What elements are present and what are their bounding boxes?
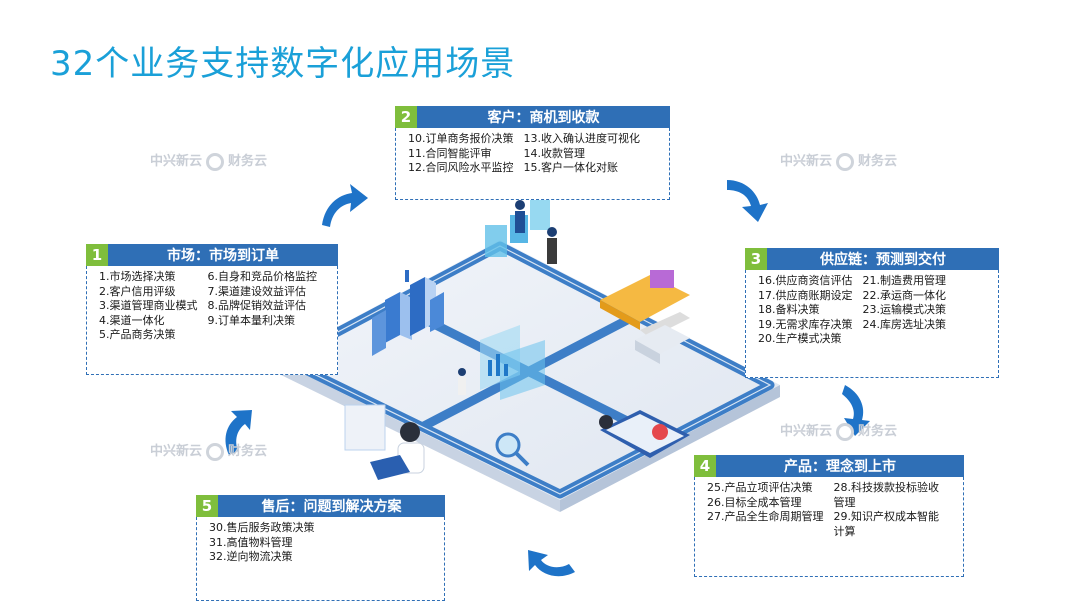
scenario-item: 5.产品商务决策 xyxy=(99,328,176,341)
scenario-item: 17.供应商账期设定 xyxy=(758,288,853,302)
panel-header: 2 客户：商机到收款 xyxy=(395,106,670,128)
scenario-item: 20.生产模式决策 xyxy=(758,332,842,345)
panel-after-sales: 5 售后：问题到解决方案 30.售后服务政策决策 31.高值物料管理 32.逆向… xyxy=(196,495,445,601)
watermark-logo-icon xyxy=(206,152,225,171)
scenario-item: 29.知识产权成本智能 xyxy=(833,510,940,523)
panel-title: 市场：市场到订单 xyxy=(167,248,279,264)
scenario-column: 28.科技拨款投标验收 管理 29.知识产权成本智能 计算 xyxy=(834,481,940,572)
scenario-item: 13.收入确认进度可视化 xyxy=(523,132,641,145)
scenario-item: 9.订单本量利决策 xyxy=(207,313,296,327)
scenario-column: 16.供应商资信评估 17.供应商账期设定 18.备料决策 19.无需求库存决策… xyxy=(758,274,853,373)
scenario-item: 计算 xyxy=(833,524,856,538)
scenario-item: 10.订单商务报价决策 xyxy=(408,132,514,145)
panel-title: 供应链：预测到交付 xyxy=(820,252,946,268)
scenario-item: 4.渠道一体化 xyxy=(99,313,165,327)
scenario-item: 23.运输模式决策 xyxy=(862,303,947,316)
scenario-item: 31.高值物料管理 xyxy=(209,535,293,549)
scenario-item: 6.自身和竞品价格监控 xyxy=(207,270,318,283)
analytics-screens-icon xyxy=(458,325,545,400)
customer-dashboard-icon xyxy=(485,200,557,264)
panel-supply-chain: 3 供应链：预测到交付 16.供应商资信评估 17.供应商账期设定 18.备料决… xyxy=(745,248,999,378)
page-title: 32个业务支持数字化应用场景 xyxy=(50,44,516,84)
panel-body: 25.产品立项评估决策 26.目标全成本管理 27.产品全生命周期管理 28.科… xyxy=(694,477,964,577)
flow-arrow-icon xyxy=(322,184,368,227)
scenario-column: 30.售后服务政策决策 31.高值物料管理 32.逆向物流决策 xyxy=(209,521,315,596)
scenario-item: 2.客户信用评级 xyxy=(99,284,176,298)
panel-title: 产品：理念到上市 xyxy=(784,459,896,475)
scenario-item: 3.渠道管理商业模式 xyxy=(99,299,198,312)
panel-product: 4 产品：理念到上市 25.产品立项评估决策 26.目标全成本管理 27.产品全… xyxy=(694,455,964,577)
scenario-item: 25.产品立项评估决策 xyxy=(707,481,813,494)
scenario-column: 13.收入确认进度可视化 14.收款管理 15.客户一体化对账 xyxy=(524,132,641,195)
scenario-item: 24.库房选址决策 xyxy=(862,317,947,331)
panel-header: 3 供应链：预测到交付 xyxy=(745,248,999,270)
scenario-item: 12.合同风险水平监控 xyxy=(408,161,514,174)
watermark-logo-icon xyxy=(206,442,225,461)
scenario-column: 25.产品立项评估决策 26.目标全成本管理 27.产品全生命周期管理 xyxy=(707,481,824,572)
flow-arrow-icon xyxy=(727,180,768,222)
scenario-item: 1.市场选择决策 xyxy=(99,270,176,283)
panel-title: 客户：商机到收款 xyxy=(487,110,600,126)
watermark-logo-icon xyxy=(836,152,855,171)
watermark-logo-icon xyxy=(836,422,855,441)
scenario-item: 8.品牌促销效益评估 xyxy=(207,299,307,312)
panel-customer: 2 客户：商机到收款 10.订单商务报价决策 11.合同智能评审 12.合同风险… xyxy=(395,106,670,200)
panel-number-badge: 5 xyxy=(196,495,218,517)
panel-body: 10.订单商务报价决策 11.合同智能评审 12.合同风险水平监控 13.收入确… xyxy=(395,128,670,200)
panel-number-badge: 4 xyxy=(694,455,716,477)
watermark: 中兴新云财务云 xyxy=(150,152,268,171)
scenario-column: 6.自身和竞品价格监控 7.渠道建设效益评估 8.品牌促销效益评估 9.订单本量… xyxy=(208,270,318,370)
support-agent-icon xyxy=(344,404,425,480)
scenario-column: 10.订单商务报价决策 11.合同智能评审 12.合同风险水平监控 xyxy=(408,132,514,195)
watermark: 中兴新云财务云 xyxy=(150,442,268,461)
panel-body: 16.供应商资信评估 17.供应商账期设定 18.备料决策 19.无需求库存决策… xyxy=(745,270,999,378)
scenario-item: 16.供应商资信评估 xyxy=(758,274,853,287)
flow-arrow-icon xyxy=(528,550,575,577)
watermark: 中兴新云财务云 xyxy=(780,152,898,171)
panel-number-badge: 2 xyxy=(395,106,417,128)
scenario-item: 管理 xyxy=(833,495,856,509)
scenario-item: 32.逆向物流决策 xyxy=(209,550,293,563)
scenario-item: 19.无需求库存决策 xyxy=(758,317,853,331)
scenario-item: 28.科技拨款投标验收 xyxy=(833,481,940,494)
panel-header: 5 售后：问题到解决方案 xyxy=(196,495,445,517)
watermark: 中兴新云财务云 xyxy=(780,422,898,441)
scenario-column: 21.制造费用管理 22.承运商一体化 23.运输模式决策 24.库房选址决策 xyxy=(863,274,947,373)
product-tablet-icon xyxy=(599,410,690,458)
scenario-item: 7.渠道建设效益评估 xyxy=(207,284,307,298)
delivery-truck-icon xyxy=(600,270,690,364)
panel-body: 1.市场选择决策 2.客户信用评级 3.渠道管理商业模式 4.渠道一体化 5.产… xyxy=(86,266,338,375)
flow-arrow-icon xyxy=(225,410,252,455)
city-buildings-icon xyxy=(372,270,444,356)
panel-body: 30.售后服务政策决策 31.高值物料管理 32.逆向物流决策 xyxy=(196,517,445,601)
scenario-item: 15.客户一体化对账 xyxy=(523,161,619,174)
panel-market: 1 市场：市场到订单 1.市场选择决策 2.客户信用评级 3.渠道管理商业模式 … xyxy=(86,244,338,375)
scenario-column: 1.市场选择决策 2.客户信用评级 3.渠道管理商业模式 4.渠道一体化 5.产… xyxy=(99,270,198,370)
panel-number-badge: 1 xyxy=(86,244,108,266)
scenario-item: 14.收款管理 xyxy=(523,146,586,160)
scenario-item: 26.目标全成本管理 xyxy=(707,495,802,509)
scenario-item: 21.制造费用管理 xyxy=(862,274,947,287)
scenario-item: 11.合同智能评审 xyxy=(408,146,492,160)
panel-title: 售后：问题到解决方案 xyxy=(261,499,402,515)
panel-header: 4 产品：理念到上市 xyxy=(694,455,964,477)
scenario-item: 30.售后服务政策决策 xyxy=(209,521,315,534)
scenario-item: 27.产品全生命周期管理 xyxy=(707,510,824,523)
panel-header: 1 市场：市场到订单 xyxy=(86,244,338,266)
magnifier-icon xyxy=(495,432,530,467)
scenario-item: 22.承运商一体化 xyxy=(862,288,947,302)
panel-number-badge: 3 xyxy=(745,248,767,270)
scenario-item: 18.备料决策 xyxy=(758,303,820,316)
